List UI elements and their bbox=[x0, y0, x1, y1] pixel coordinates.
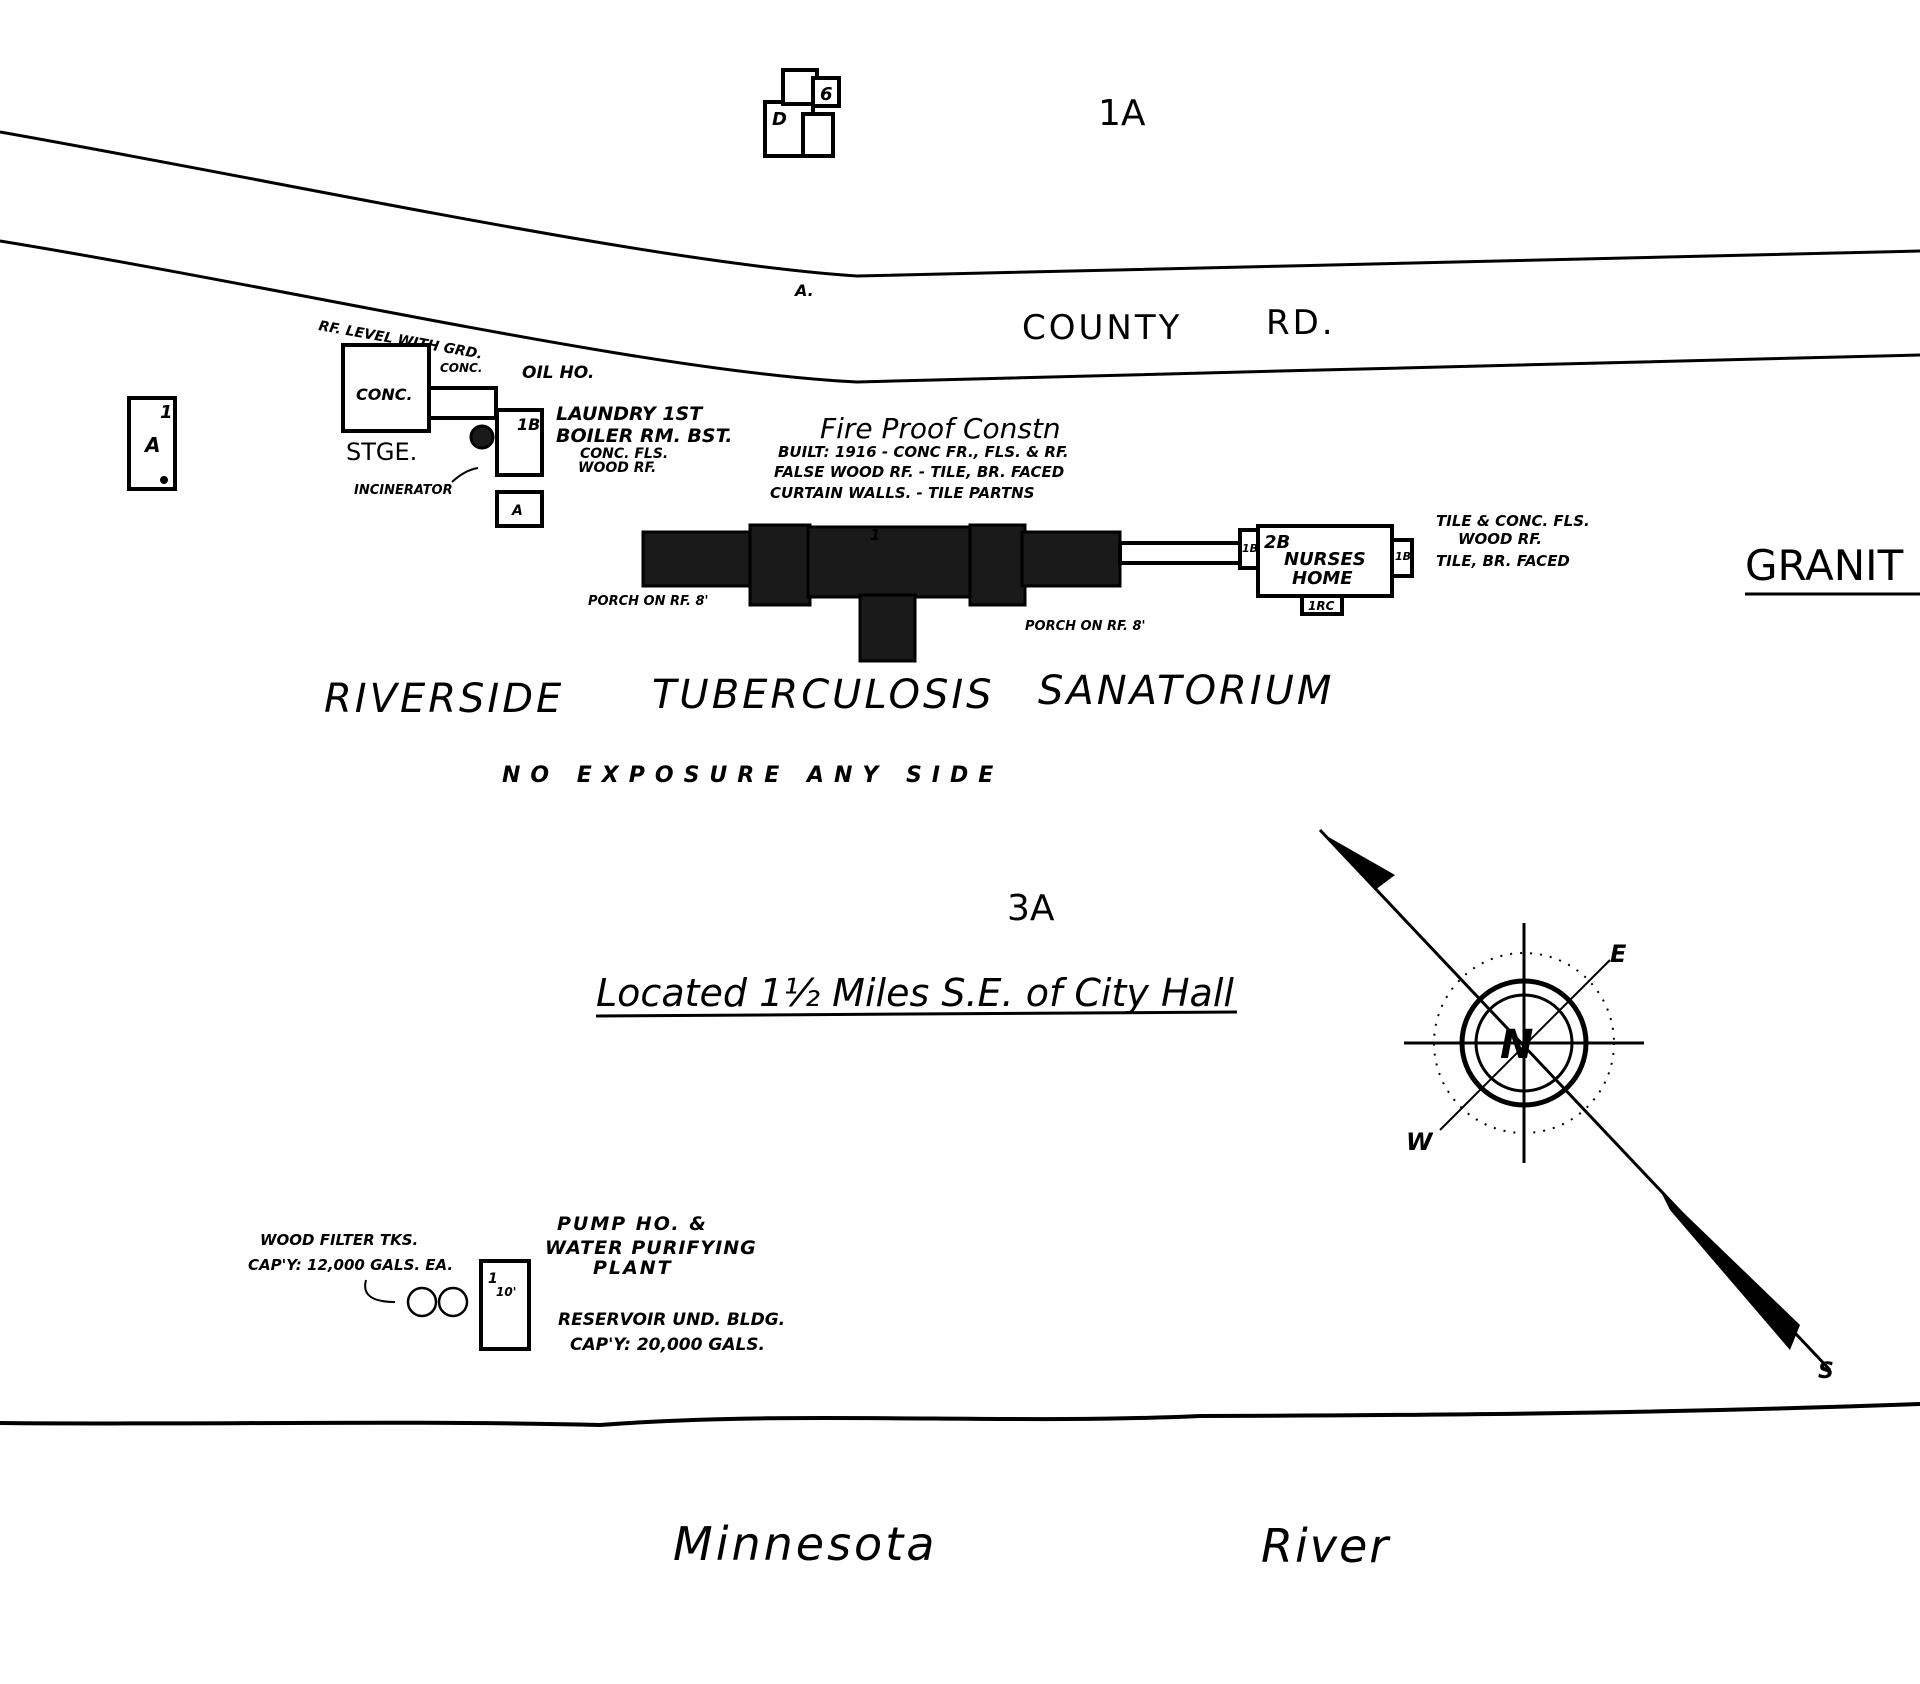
svg-text:1RC: 1RC bbox=[1308, 599, 1335, 613]
road-marker: A. bbox=[793, 281, 814, 300]
title-tuberculosis: TUBERCULOSIS bbox=[652, 672, 995, 718]
main-building: 1 PORCH ON RF. 8' PORCH ON RF. 8' bbox=[588, 523, 1262, 663]
svg-text:W: W bbox=[1406, 1128, 1434, 1156]
compass-arrow-head bbox=[1325, 835, 1395, 890]
laundry-notes: LAUNDRY 1ST BOILER RM. BST. CONC. FLS. W… bbox=[556, 403, 733, 476]
svg-text:NURSES: NURSES bbox=[1284, 549, 1366, 570]
svg-text:WATER PURIFYING: WATER PURIFYING bbox=[545, 1237, 757, 1259]
svg-text:HOME: HOME bbox=[1292, 568, 1353, 589]
svg-text:10': 10' bbox=[496, 1285, 516, 1299]
svg-text:1: 1 bbox=[160, 402, 173, 423]
svg-text:CONC.: CONC. bbox=[440, 361, 482, 375]
river-name-minnesota: Minnesota bbox=[673, 1517, 937, 1571]
svg-text:BOILER RM. BST.: BOILER RM. BST. bbox=[556, 425, 733, 447]
svg-text:RESERVOIR UND. BLDG.: RESERVOIR UND. BLDG. bbox=[558, 1310, 785, 1330]
location-underline bbox=[595, 1010, 1238, 1018]
road-south-edge bbox=[0, 239, 1920, 384]
svg-text:CAP'Y: 20,000 GALS.: CAP'Y: 20,000 GALS. bbox=[570, 1335, 765, 1355]
svg-text:CAP'Y: 12,000 GALS. EA.: CAP'Y: 12,000 GALS. EA. bbox=[248, 1256, 453, 1274]
svg-text:BUILT: 1916 - CONC FR., FLS. &: BUILT: 1916 - CONC FR., FLS. & RF. bbox=[778, 443, 1069, 461]
svg-text:WOOD RF.: WOOD RF. bbox=[1458, 530, 1542, 548]
svg-text:E: E bbox=[1610, 940, 1627, 968]
street-label-granite: GRANIT bbox=[1745, 541, 1904, 590]
svg-text:N: N bbox=[1500, 1022, 1533, 1068]
nurses-home-notes: TILE & CONC. FLS. WOOD RF. TILE, BR. FAC… bbox=[1436, 512, 1590, 570]
svg-text:1B: 1B bbox=[517, 415, 540, 434]
svg-text:1: 1 bbox=[488, 1271, 498, 1287]
pump-house: 1 10' PUMP HO. & WATER PURIFYING PLANT R… bbox=[479, 1213, 785, 1355]
svg-text:PUMP HO. &: PUMP HO. & bbox=[557, 1213, 708, 1235]
title-riverside: RIVERSIDE bbox=[324, 676, 564, 722]
svg-text:STGE.: STGE. bbox=[346, 438, 417, 466]
svg-text:PLANT: PLANT bbox=[593, 1257, 673, 1279]
svg-text:INCINERATOR: INCINERATOR bbox=[354, 483, 453, 498]
svg-text:PORCH ON RF. 8': PORCH ON RF. 8' bbox=[588, 594, 709, 609]
svg-text:CONC.: CONC. bbox=[356, 385, 413, 404]
svg-text:6: 6 bbox=[820, 84, 833, 105]
svg-text:S: S bbox=[1818, 1359, 1834, 1384]
top-building: D 6 bbox=[763, 68, 841, 158]
road-suffix: RD. bbox=[1266, 303, 1336, 343]
filter-tanks: WOOD FILTER TKS. CAP'Y: 12,000 GALS. EA. bbox=[248, 1231, 469, 1318]
small-building-a: A 1 bbox=[127, 396, 177, 491]
svg-text:1B: 1B bbox=[1242, 542, 1258, 555]
svg-text:A: A bbox=[511, 503, 523, 519]
compass-rose: N E W S bbox=[1318, 828, 1834, 1384]
svg-text:OIL HO.: OIL HO. bbox=[522, 363, 594, 383]
sheet-label-3a: 3A bbox=[1007, 888, 1055, 929]
road-north-edge bbox=[0, 130, 1920, 278]
svg-text:2B: 2B bbox=[1264, 532, 1290, 553]
location-note: Located 1½ Miles S.E. of City Hall bbox=[596, 971, 1234, 1015]
svg-text:PORCH ON RF. 8': PORCH ON RF. 8' bbox=[1025, 619, 1146, 634]
road-name: COUNTY bbox=[1022, 308, 1182, 348]
river-name-river: River bbox=[1261, 1519, 1391, 1573]
svg-text:TILE, BR. FACED: TILE, BR. FACED bbox=[1436, 552, 1570, 570]
storage-building: RF. LEVEL WITH GRD. CONC. STGE. CONC. OI… bbox=[317, 318, 594, 528]
exposure-note: NO EXPOSURE ANY SIDE bbox=[502, 763, 1003, 788]
svg-text:FALSE WOOD RF. - TILE, BR. FAC: FALSE WOOD RF. - TILE, BR. FACED bbox=[774, 463, 1064, 481]
svg-text:A: A bbox=[143, 433, 160, 457]
svg-text:WOOD FILTER TKS.: WOOD FILTER TKS. bbox=[260, 1231, 418, 1249]
compass-arrow-tail bbox=[1660, 1190, 1800, 1350]
svg-text:1B: 1B bbox=[1395, 550, 1411, 563]
svg-text:D: D bbox=[772, 109, 787, 130]
svg-text:CONC. FLS.: CONC. FLS. bbox=[580, 446, 668, 462]
title-sanatorium: SANATORIUM bbox=[1038, 668, 1334, 714]
river-bank bbox=[0, 1402, 1920, 1428]
nurses-home: 2B 1B 1B NURSES HOME 1RC bbox=[1238, 524, 1414, 616]
svg-text:TILE & CONC. FLS.: TILE & CONC. FLS. bbox=[1436, 512, 1590, 530]
svg-text:1: 1 bbox=[870, 526, 880, 544]
main-building-notes: Fire Proof Constn BUILT: 1916 - CONC FR.… bbox=[770, 412, 1069, 502]
sheet-label-1a: 1A bbox=[1098, 93, 1146, 134]
svg-text:CURTAIN WALLS. - TILE PARTNS: CURTAIN WALLS. - TILE PARTNS bbox=[770, 484, 1035, 502]
svg-text:Fire Proof Constn: Fire Proof Constn bbox=[820, 412, 1061, 445]
svg-text:LAUNDRY 1ST: LAUNDRY 1ST bbox=[556, 403, 704, 425]
svg-text:WOOD RF.: WOOD RF. bbox=[578, 460, 656, 476]
